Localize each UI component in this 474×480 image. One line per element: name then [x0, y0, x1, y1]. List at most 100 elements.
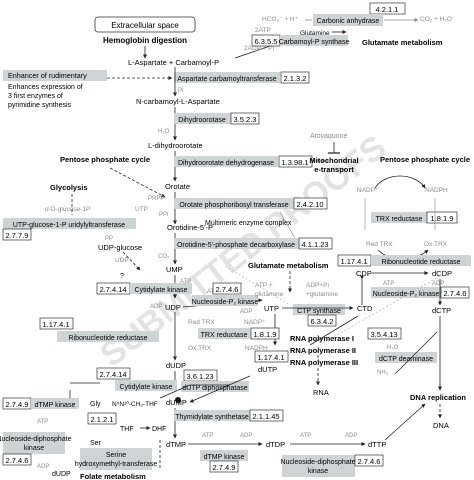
trx-reductase-b-box[interactable] [371, 212, 427, 223]
ec-2-7-7-9-box[interactable] [2, 228, 32, 241]
cytidylate-kinase-b-box[interactable] [115, 380, 177, 391]
carbamoyl-p-synthase-box[interactable] [280, 35, 348, 46]
atovaquone-label: Atovaquone [310, 133, 347, 140]
ec-1-17-4-1-c-box[interactable] [254, 350, 289, 363]
dutp: dUTP [258, 365, 277, 374]
dctp-deaminase-box[interactable] [375, 352, 437, 363]
thymidylate-synthetase-box[interactable] [174, 410, 250, 421]
ec-3-5-2-3: 3.5.2.3 [234, 115, 257, 124]
shmt-label-1: Serine [106, 452, 126, 459]
prpp-label: PRPP [148, 196, 164, 202]
rnr-a-label: Ribonucleotide reductase [69, 335, 148, 342]
nh3-label: NH₃ [377, 370, 389, 376]
ec-2-7-4-6-b: 2.7.4.6 [444, 289, 467, 298]
enhancer-line-1: Enhances expression of [8, 84, 83, 91]
ec-1-17-4-1-c: 1.17.4.1 [257, 353, 284, 362]
ndpk-a-box[interactable] [192, 295, 258, 306]
multimeric-complex-label: Multimeric enzyme complex [205, 220, 292, 227]
h2o-a: H₂O [158, 129, 170, 135]
question-mark: ? [120, 273, 124, 280]
dutp-diphosphatase-box[interactable] [181, 381, 249, 392]
ndpk-a-label: Nucleoside-P₂ kinase [192, 299, 259, 306]
ec-6-3-4-2-box[interactable] [307, 314, 337, 327]
nadph-right: NADPH [425, 187, 448, 194]
rnr-a-box[interactable] [57, 331, 159, 342]
ser-label: Ser [90, 440, 102, 447]
ec-3-5-2-3-box[interactable] [230, 112, 260, 125]
dhf-label: DHF [152, 426, 166, 433]
cytidylate-kinase-b-label: Cytidylate kinase [120, 384, 173, 391]
ec-1-8-1-9-b-box[interactable] [426, 211, 458, 224]
ec-3-5-4-13-box[interactable] [367, 327, 402, 340]
thymidylate-synthetase-label: Thymidylate synthetase [175, 414, 249, 421]
udp-main: UDP [165, 303, 181, 312]
rna-polymerase-3: RNA polymerase III [290, 358, 358, 367]
ec-4-1-1-23: 4.1.1.23 [301, 240, 328, 249]
atp-ndpk-b: ATP [383, 281, 394, 287]
oprt-box[interactable] [174, 198, 294, 209]
dctp: dCTP [432, 306, 451, 315]
ndpk-b-box[interactable] [371, 287, 441, 298]
ctp-synthase-box[interactable] [293, 304, 345, 315]
ec-1-17-4-1-a-box[interactable] [39, 317, 74, 330]
rnr-b-box[interactable] [371, 255, 471, 266]
ec-1-17-4-1-a: 1.17.4.1 [42, 320, 69, 329]
ppi-a: PPi [159, 212, 168, 218]
ec-2-7-4-14-b-box[interactable] [96, 367, 131, 380]
dtmp-kinase-b-box[interactable] [200, 450, 248, 461]
dttp: dTTP [368, 440, 386, 449]
shmt-box[interactable] [80, 448, 152, 470]
ec-4-1-1-23-box[interactable] [298, 237, 333, 250]
ndpk-c-label-2: kinase [24, 445, 44, 452]
ec-2-7-4-6-a-box[interactable] [212, 282, 242, 295]
ec-2-1-3-2: 2.1.3.2 [284, 74, 307, 83]
ec-2-4-2-10-box[interactable] [293, 197, 328, 210]
trx-reductase-a-box[interactable] [198, 328, 251, 339]
glutamine-label: Glutamine [300, 30, 330, 37]
odc-box[interactable] [174, 238, 299, 249]
ec-2-7-4-6-c-box[interactable] [2, 453, 32, 466]
dutp-diphosphatase-label: dUTP diphosphatase [182, 385, 247, 392]
trx-reductase-b-label: TRX reductase [376, 216, 423, 223]
rna-polymerase-1: RNA polymerase I [290, 334, 354, 343]
ec-1-3-98-1: 1.3.98.1 [281, 158, 308, 167]
carbonic-anhydrase-box[interactable] [313, 14, 383, 26]
enhancer-of-rudimentary-box [3, 70, 107, 81]
l-aspartate-carbamoyl-p: L-Aspartate + Carbamoyl-P [128, 58, 219, 67]
ec-1-8-1-9-a-box[interactable] [250, 327, 280, 340]
dtmp-kinase-b-label: dTMP kinase [204, 454, 245, 461]
ndpk-d-box[interactable] [282, 455, 355, 477]
ec-2-1-1-45-box[interactable] [249, 409, 284, 422]
carbonic-anhydrase-label: Carbonic anhydrase [317, 18, 380, 25]
ec-2-7-4-14-a: 2.7.4.14 [99, 285, 126, 294]
dcdp: dCDP [432, 269, 452, 278]
ctp-synthase-label: CTP synthase [297, 308, 341, 315]
ec-2-1-3-2-box[interactable] [280, 71, 310, 84]
ec-1-3-98-1-box[interactable] [278, 155, 313, 168]
ppp-left-label: Pentose phosphate cycle [60, 155, 150, 164]
dtmp: dTMP [166, 440, 186, 449]
glutamate-metabolism-top: Glutamate metabolism [362, 38, 443, 47]
ec-4-2-1-1-box[interactable] [369, 2, 406, 15]
dhodh-box[interactable] [174, 156, 278, 167]
cytidylate-kinase-a-box[interactable] [130, 283, 192, 294]
ec-1-8-1-9-a: 1.8.1.9 [254, 330, 277, 339]
ec-2-7-4-6-a: 2.7.4.6 [216, 285, 239, 294]
enhancer-of-rudimentary: Enhancer of rudimentary [8, 71, 87, 80]
ec-2-7-4-6-b-box[interactable] [440, 286, 470, 299]
ec-2-7-7-9: 2.7.7.9 [6, 231, 29, 240]
ctd: CTD [357, 304, 373, 313]
dihydroorotase-box[interactable] [174, 113, 231, 124]
dudp: dUDP [166, 361, 186, 370]
nadp-right: NADP⁺ [357, 187, 379, 194]
e-transport-label: e-transport [314, 165, 354, 174]
ec-2-7-4-9-b-box[interactable] [209, 460, 239, 473]
aspartate-carbamoyltransferase-box[interactable] [174, 72, 280, 83]
ec-2-1-2-1-box[interactable] [87, 412, 117, 425]
ugp-box[interactable] [3, 218, 136, 229]
mitochondrial-label: Mitochondrial [309, 156, 358, 165]
ndpk-c-box[interactable] [3, 432, 65, 454]
dtmp-kinase-a-box[interactable] [31, 398, 79, 409]
ec-2-7-4-6-d-box[interactable] [354, 454, 384, 467]
ndpk-c-label-1: Nucleoside-diphosphate [0, 436, 72, 443]
